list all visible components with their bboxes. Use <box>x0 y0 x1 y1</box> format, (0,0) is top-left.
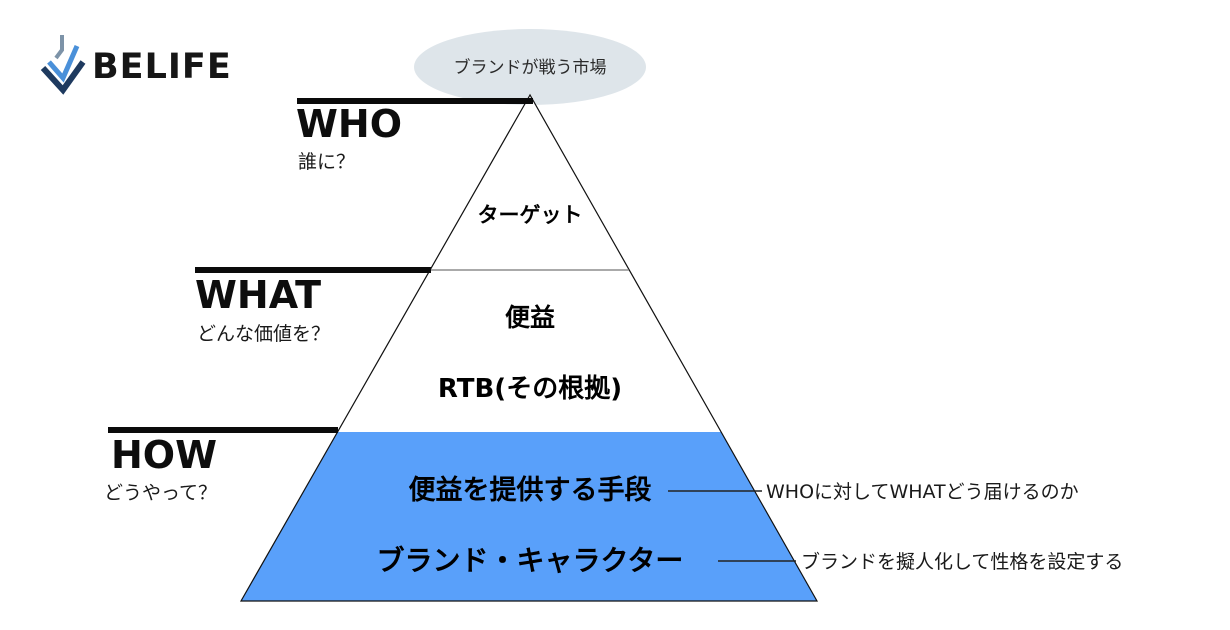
how-title: HOW <box>111 433 217 477</box>
tier-benefit-label: 便益 <box>505 303 555 332</box>
who-title: WHO <box>296 102 402 146</box>
means-annotation: WHOに対してWHATどう届けるのか <box>766 481 1079 503</box>
tier-character-label: ブランド・キャラクター <box>377 544 684 577</box>
what-question: どんな価値を？ <box>197 323 330 345</box>
logo-blue-check <box>47 44 80 83</box>
logo-checkmark-icon <box>40 35 86 95</box>
pyramid-highlight-tier <box>241 432 817 601</box>
tier-target-label: ターゲット <box>478 203 583 227</box>
pyramid-outline <box>239 93 819 602</box>
logo-navy-chevron <box>40 60 86 95</box>
market-bubble-label: ブランドが戦う市場 <box>454 57 607 78</box>
what-label-group: WHAT どんな価値を？ <box>195 273 330 345</box>
how-label-group: HOW どうやって？ <box>104 433 217 504</box>
who-label-group: WHO 誰に？ <box>296 102 402 173</box>
brand-name: BELIFE <box>92 47 232 87</box>
tier-rtb-label: RTB(その根拠) <box>438 374 622 404</box>
character-annotation: ブランドを擬人化して性格を設定する <box>801 550 1123 573</box>
logo-slate-stroke <box>54 35 64 60</box>
belife-logo: BELIFE <box>40 35 232 95</box>
tier-means-label: 便益を提供する手段 <box>409 475 652 506</box>
who-question: 誰に？ <box>298 151 355 173</box>
how-question: どうやって？ <box>104 482 217 504</box>
what-title: WHAT <box>195 273 321 317</box>
market-bubble <box>414 29 646 105</box>
